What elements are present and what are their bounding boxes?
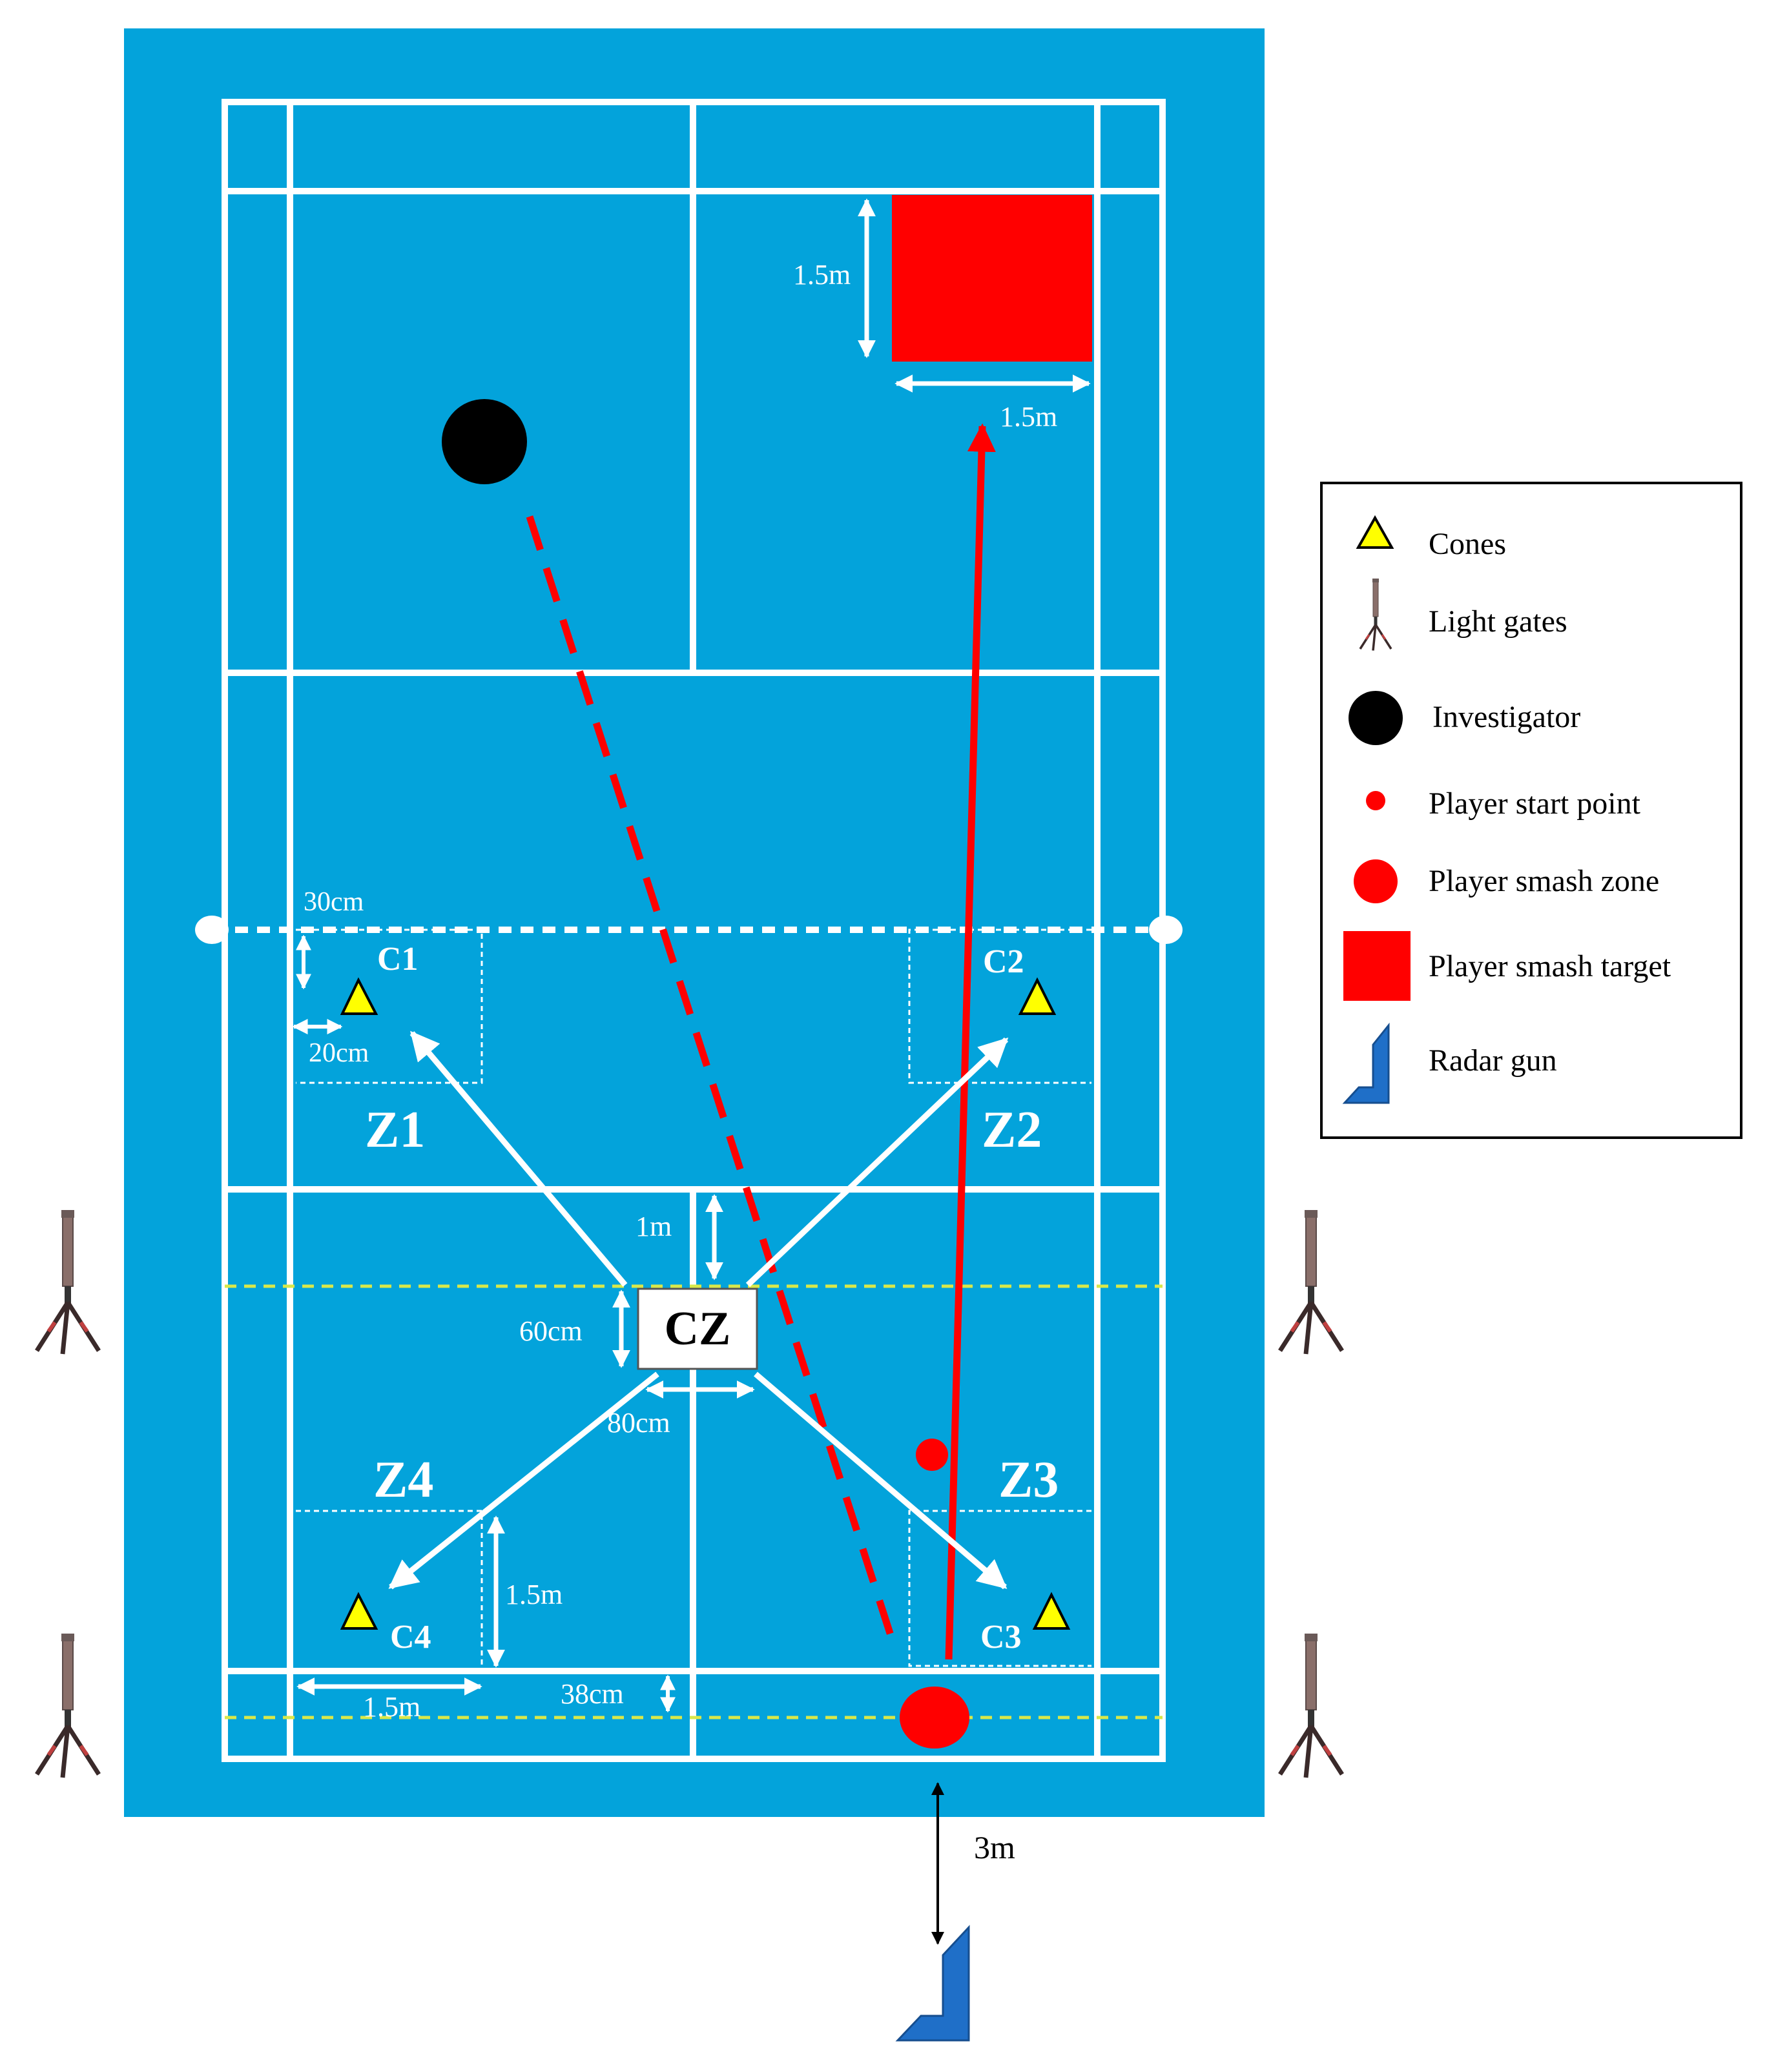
- side-offset-label: 20cm: [309, 1038, 369, 1068]
- legend-label-cones: Cones: [1429, 527, 1506, 561]
- cz-width-label: 80cm: [607, 1407, 670, 1439]
- service-gap-label: 1m: [636, 1211, 672, 1242]
- cone-icon: [340, 977, 378, 1015]
- legend-label-investigator: Investigator: [1432, 700, 1580, 734]
- smash-target: [892, 195, 1092, 362]
- legend-label-smash-target: Player smash target: [1429, 949, 1671, 983]
- smash-trajectory-dashed: [526, 515, 898, 1646]
- cone-icon: [1356, 515, 1394, 549]
- smash-zone-icon: [1354, 859, 1398, 903]
- start-point-icon: [1366, 791, 1385, 810]
- player-start-point: [916, 1439, 948, 1471]
- smash-trajectory-solid: [945, 423, 996, 1660]
- investigator-marker: [442, 399, 527, 484]
- cone-label-c4: C4: [390, 1619, 431, 1656]
- zone-label-z4: Z4: [373, 1451, 433, 1508]
- legend-label-light-gates: Light gates: [1429, 604, 1567, 639]
- cone-icon: [340, 1592, 378, 1630]
- cone-label-c1: C1: [377, 941, 419, 978]
- radar-gun-icon: [895, 1925, 970, 2042]
- zone-label-z2: Z2: [982, 1102, 1042, 1158]
- back-gap-label: 38cm: [561, 1678, 624, 1710]
- light-gate-icon: [37, 1634, 99, 1778]
- player-smash-zone: [900, 1687, 969, 1749]
- zone-label-z3: Z3: [998, 1451, 1059, 1508]
- legend: Cones Light gates Investigator Player st…: [1320, 482, 1742, 1139]
- light-gate-icon: [37, 1210, 99, 1354]
- cz-height-label: 60cm: [519, 1315, 583, 1347]
- corner-box-width-label: 1.5m: [363, 1691, 420, 1723]
- cone-label-c2: C2: [983, 943, 1024, 980]
- light-gate-icon: [1280, 1634, 1342, 1778]
- corner-box-height-label: 1.5m: [505, 1579, 563, 1610]
- investigator-icon: [1349, 691, 1403, 745]
- net-offset-label: 30cm: [304, 887, 364, 917]
- center-zone: [637, 1287, 758, 1370]
- radar-distance-label: 3m: [974, 1829, 1015, 1865]
- cone-label-c3: C3: [980, 1619, 1022, 1656]
- legend-label-radar-gun: Radar gun: [1429, 1043, 1557, 1078]
- target-width-label: 1.5m: [1000, 401, 1057, 433]
- target-height-label: 1.5m: [793, 259, 851, 291]
- legend-label-start-point: Player start point: [1429, 786, 1641, 821]
- legend-label-smash-zone: Player smash zone: [1429, 864, 1659, 898]
- cone-icon: [1032, 1592, 1071, 1630]
- radar-gun-icon: [1342, 1022, 1390, 1104]
- light-gate-icon: [1280, 1210, 1342, 1354]
- center-zone-label: CZ: [665, 1302, 731, 1355]
- zone-label-z1: Z1: [365, 1102, 425, 1158]
- smash-target-icon: [1343, 931, 1411, 1001]
- movement-arrows: [388, 1031, 1009, 1590]
- cone-icon: [1018, 977, 1057, 1015]
